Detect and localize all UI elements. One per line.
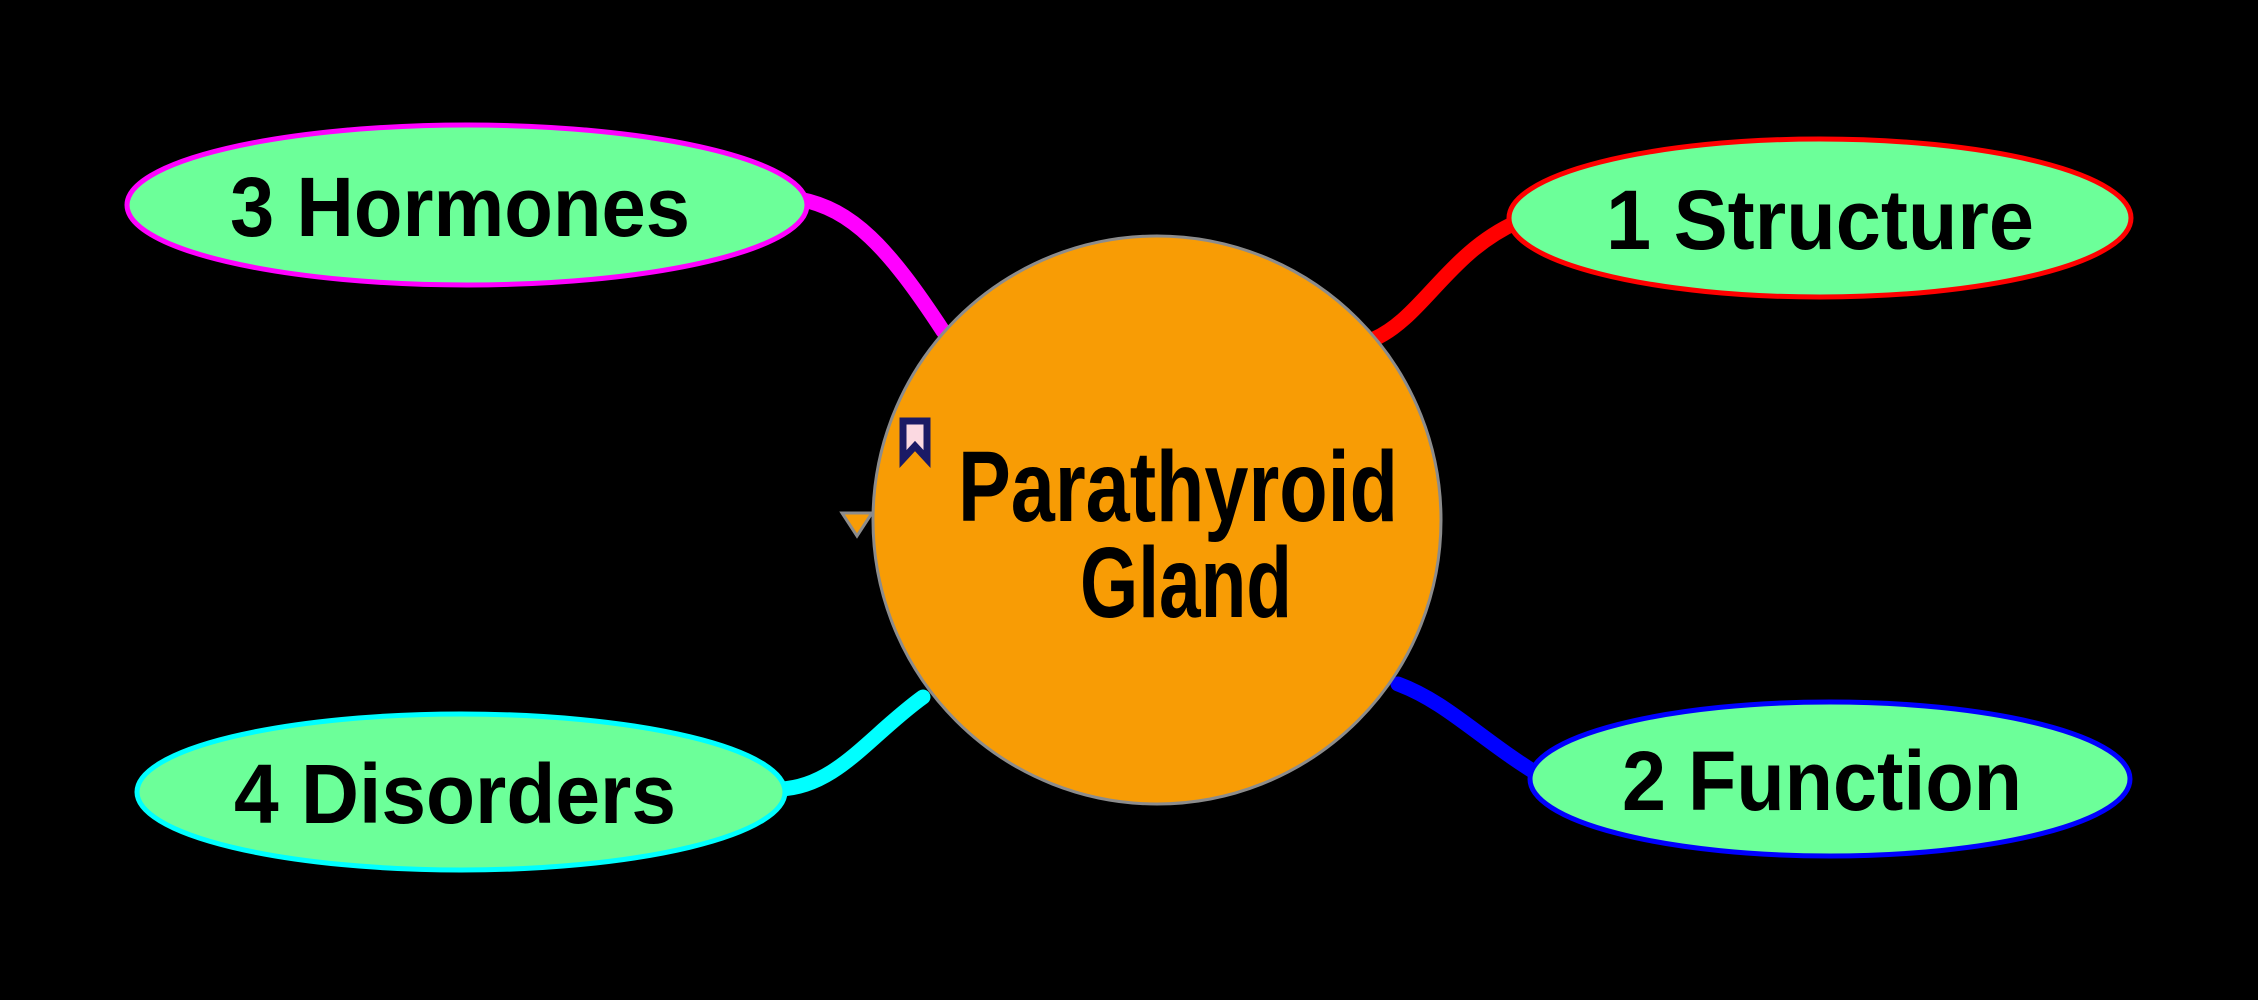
connector-function (1390, 676, 1552, 786)
center-node-label-line1[interactable]: Parathyroid (958, 431, 1398, 543)
bookmark-icon (899, 417, 931, 468)
node-structure[interactable] (1506, 136, 2134, 300)
node-disorders[interactable] (134, 711, 788, 873)
center-node-label-line2[interactable]: Gland (1080, 527, 1292, 639)
connector-structure (1366, 214, 1525, 347)
node-structure-label[interactable]: 1 Structure (1606, 173, 2034, 267)
node-function[interactable] (1527, 699, 2133, 859)
connector-hormones (791, 191, 951, 339)
connector-disorders (772, 689, 931, 797)
node-disorders-label[interactable]: 4 Disorders (234, 747, 676, 841)
center-node[interactable] (871, 234, 1443, 806)
node-hormones-label[interactable]: 3 Hormones (230, 160, 690, 254)
fold-triangle-icon[interactable] (839, 511, 875, 539)
node-hormones[interactable] (124, 122, 810, 288)
node-function-label[interactable]: 2 Function (1622, 734, 2022, 828)
